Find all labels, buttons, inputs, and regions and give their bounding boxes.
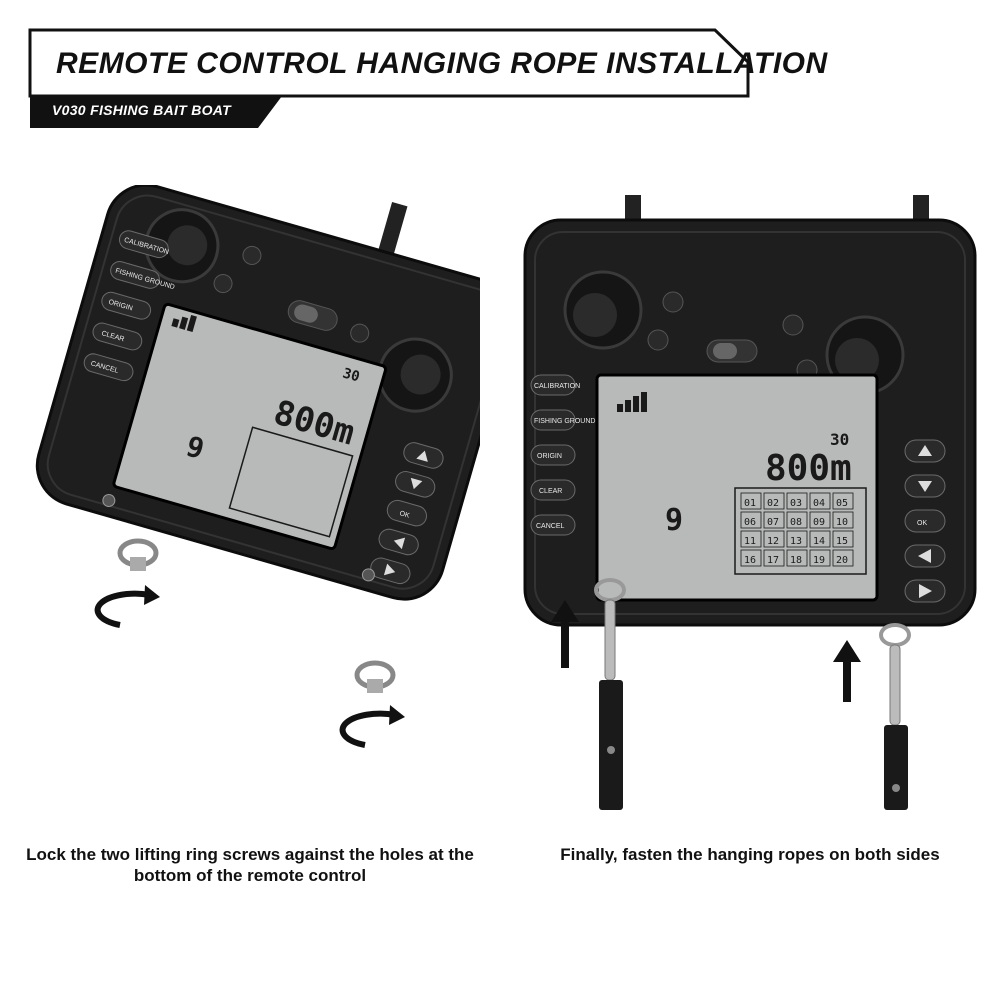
right-remote-illustration: 30 800m 9 01 02 03 04 05 06 07 08 09 10 11 12 13 14 15…	[523, 195, 977, 810]
grid-number: 14	[813, 536, 825, 547]
grid-cell	[740, 530, 762, 548]
grid-number: 16	[744, 555, 756, 566]
grid-number: 10	[836, 517, 848, 528]
lcd-satellites: 30	[341, 365, 362, 385]
grid-cell	[786, 549, 808, 567]
svg-text:CLEAR: CLEAR	[539, 488, 562, 495]
grid-cell	[809, 549, 831, 567]
grid-number: 13	[790, 536, 802, 547]
left-remote-illustration: 30 800m 9 CALIBRATION FISHING GROUND ORI…	[35, 185, 480, 748]
right-side-buttons: OK	[904, 439, 946, 603]
grid-cell	[740, 492, 762, 510]
grid-frame	[734, 487, 867, 575]
grid-number: 01	[744, 498, 756, 509]
grid-cell	[832, 492, 854, 510]
grid-cell	[740, 511, 762, 529]
svg-text:CANCEL: CANCEL	[536, 523, 565, 530]
grid-number: 02	[767, 498, 779, 509]
header-banner: REMOTE CONTROL HANGING ROPE INSTALLATION…	[0, 0, 1000, 140]
grid-number: 12	[767, 536, 779, 547]
grid-number: 03	[790, 498, 802, 509]
lcd-satellites: 30	[830, 430, 849, 449]
svg-text:CALIBRATION: CALIBRATION	[534, 383, 580, 390]
rotate-arrow-left-icon	[94, 585, 160, 628]
banner-frame	[28, 28, 750, 128]
hanging-rope-right	[879, 623, 911, 810]
page-title: REMOTE CONTROL HANGING ROPE INSTALLATION	[56, 47, 828, 80]
lcd-fish-count: 9	[665, 503, 683, 538]
grid-cell	[832, 511, 854, 529]
hanging-rope-left	[594, 578, 626, 810]
up-arrow-left-icon	[551, 600, 579, 668]
grid-cell	[809, 511, 831, 529]
grid-number: 09	[813, 517, 825, 528]
rotate-arrow-right-icon	[339, 705, 405, 748]
svg-text:ORIGIN: ORIGIN	[537, 453, 562, 460]
lcd-screen	[112, 302, 387, 551]
lcd-distance: 800m	[765, 448, 852, 489]
grid-cell	[763, 511, 785, 529]
grid-cell	[786, 492, 808, 510]
grid-cell	[763, 530, 785, 548]
grid-number: 20	[836, 555, 848, 566]
grid-number: 05	[836, 498, 848, 509]
caption-step-ropes: Finally, fasten the hanging ropes on bot…	[560, 845, 940, 864]
grid-number: 18	[790, 555, 802, 566]
grid-number: 17	[767, 555, 779, 566]
grid-number: 04	[813, 498, 825, 509]
grid-number: 07	[767, 517, 779, 528]
grid-number: 08	[790, 517, 802, 528]
right-side-buttons: OK	[370, 442, 444, 585]
grid-cell	[763, 492, 785, 510]
grid-number: 15	[836, 536, 848, 547]
grid-cell	[786, 511, 808, 529]
up-arrow-right-icon	[833, 640, 861, 702]
svg-text:OK: OK	[917, 520, 927, 527]
grid-number: 06	[744, 517, 756, 528]
grid-cell	[809, 492, 831, 510]
grid-cell	[786, 530, 808, 548]
svg-text:FISHING GROUND: FISHING GROUND	[534, 418, 595, 425]
grid-cell	[809, 530, 831, 548]
grid-cell	[832, 549, 854, 567]
grid-number: 11	[744, 536, 756, 547]
left-side-buttons: CALIBRATION FISHING GROUND ORIGIN CLEAR …	[530, 374, 595, 536]
lcd-fishing-grid: 01 02 03 04 05 06 07 08 09 10 11 12 13 14 15 16 17 18 19 20	[734, 487, 867, 575]
grid-cell	[740, 549, 762, 567]
product-subtitle: V030 FISHING BAIT BOAT	[52, 102, 232, 118]
lifting-ring-screw-left	[117, 538, 159, 571]
left-side-buttons: CALIBRATION FISHING GROUND ORIGIN CLEAR …	[83, 230, 175, 382]
grid-cell	[763, 549, 785, 567]
caption-step-screws: Lock the two lifting ring screws against…	[26, 845, 474, 885]
svg-text:OK: OK	[399, 510, 411, 520]
grid-number: 19	[813, 555, 825, 566]
grid-cell	[832, 530, 854, 548]
lifting-ring-screw-right	[354, 660, 396, 693]
